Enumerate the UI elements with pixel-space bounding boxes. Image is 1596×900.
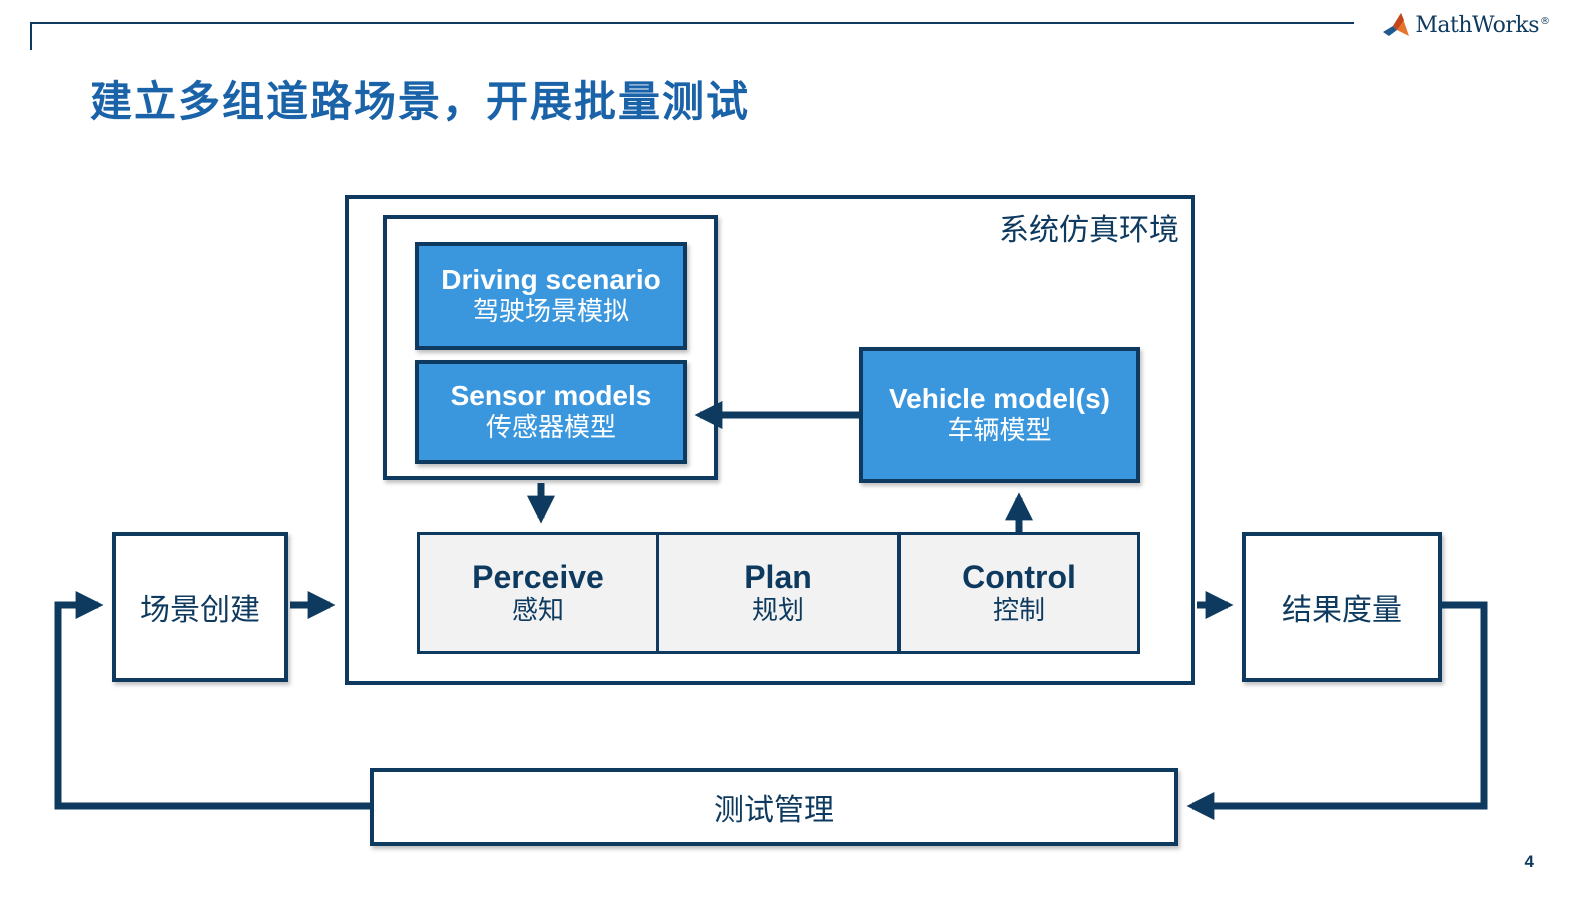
driving-scenario-cn: 驾驶场景模拟	[472, 296, 629, 327]
perceive-en: Perceive	[472, 559, 604, 595]
scenario-creation-label: 场景创建	[140, 593, 260, 628]
plan-box: Plan 规划	[656, 532, 900, 654]
sensor-models-cn: 传感器模型	[485, 412, 616, 443]
sensor-models-box: Sensor models 传感器模型	[415, 360, 687, 464]
header-rule-tick	[30, 22, 32, 50]
control-box: Control 控制	[898, 532, 1140, 654]
page-number: 4	[1524, 852, 1534, 871]
control-en: Control	[962, 559, 1076, 595]
driving-scenario-box: Driving scenario 驾驶场景模拟	[415, 242, 687, 350]
driving-scenario-en: Driving scenario	[441, 264, 661, 296]
environment-label: 系统仿真环境	[999, 213, 1179, 248]
control-cn: 控制	[992, 595, 1045, 626]
test-management-label: 测试管理	[714, 793, 834, 828]
membrane-icon	[1383, 13, 1410, 36]
vehicle-models-cn: 车辆模型	[947, 415, 1052, 446]
header-rule	[30, 22, 1354, 24]
perceive-box: Perceive 感知	[417, 532, 659, 654]
sensor-models-en: Sensor models	[450, 380, 652, 412]
result-measurement-label: 结果度量	[1282, 593, 1402, 628]
test-management-box: 测试管理	[370, 768, 1178, 846]
logo-trademark: ®	[1540, 15, 1550, 27]
result-measurement-box: 结果度量	[1242, 532, 1442, 682]
vehicle-models-en: Vehicle model(s)	[889, 383, 1110, 415]
mathworks-logo: MathWorks®	[1381, 10, 1550, 40]
perceive-cn: 感知	[511, 595, 564, 626]
page-title: 建立多组道路场景，开展批量测试	[90, 77, 751, 126]
vehicle-models-box: Vehicle model(s) 车辆模型	[859, 347, 1140, 483]
plan-en: Plan	[744, 559, 812, 595]
scenario-creation-box: 场景创建	[112, 532, 288, 682]
plan-cn: 规划	[751, 595, 804, 626]
logo-text: MathWorks	[1415, 12, 1539, 38]
